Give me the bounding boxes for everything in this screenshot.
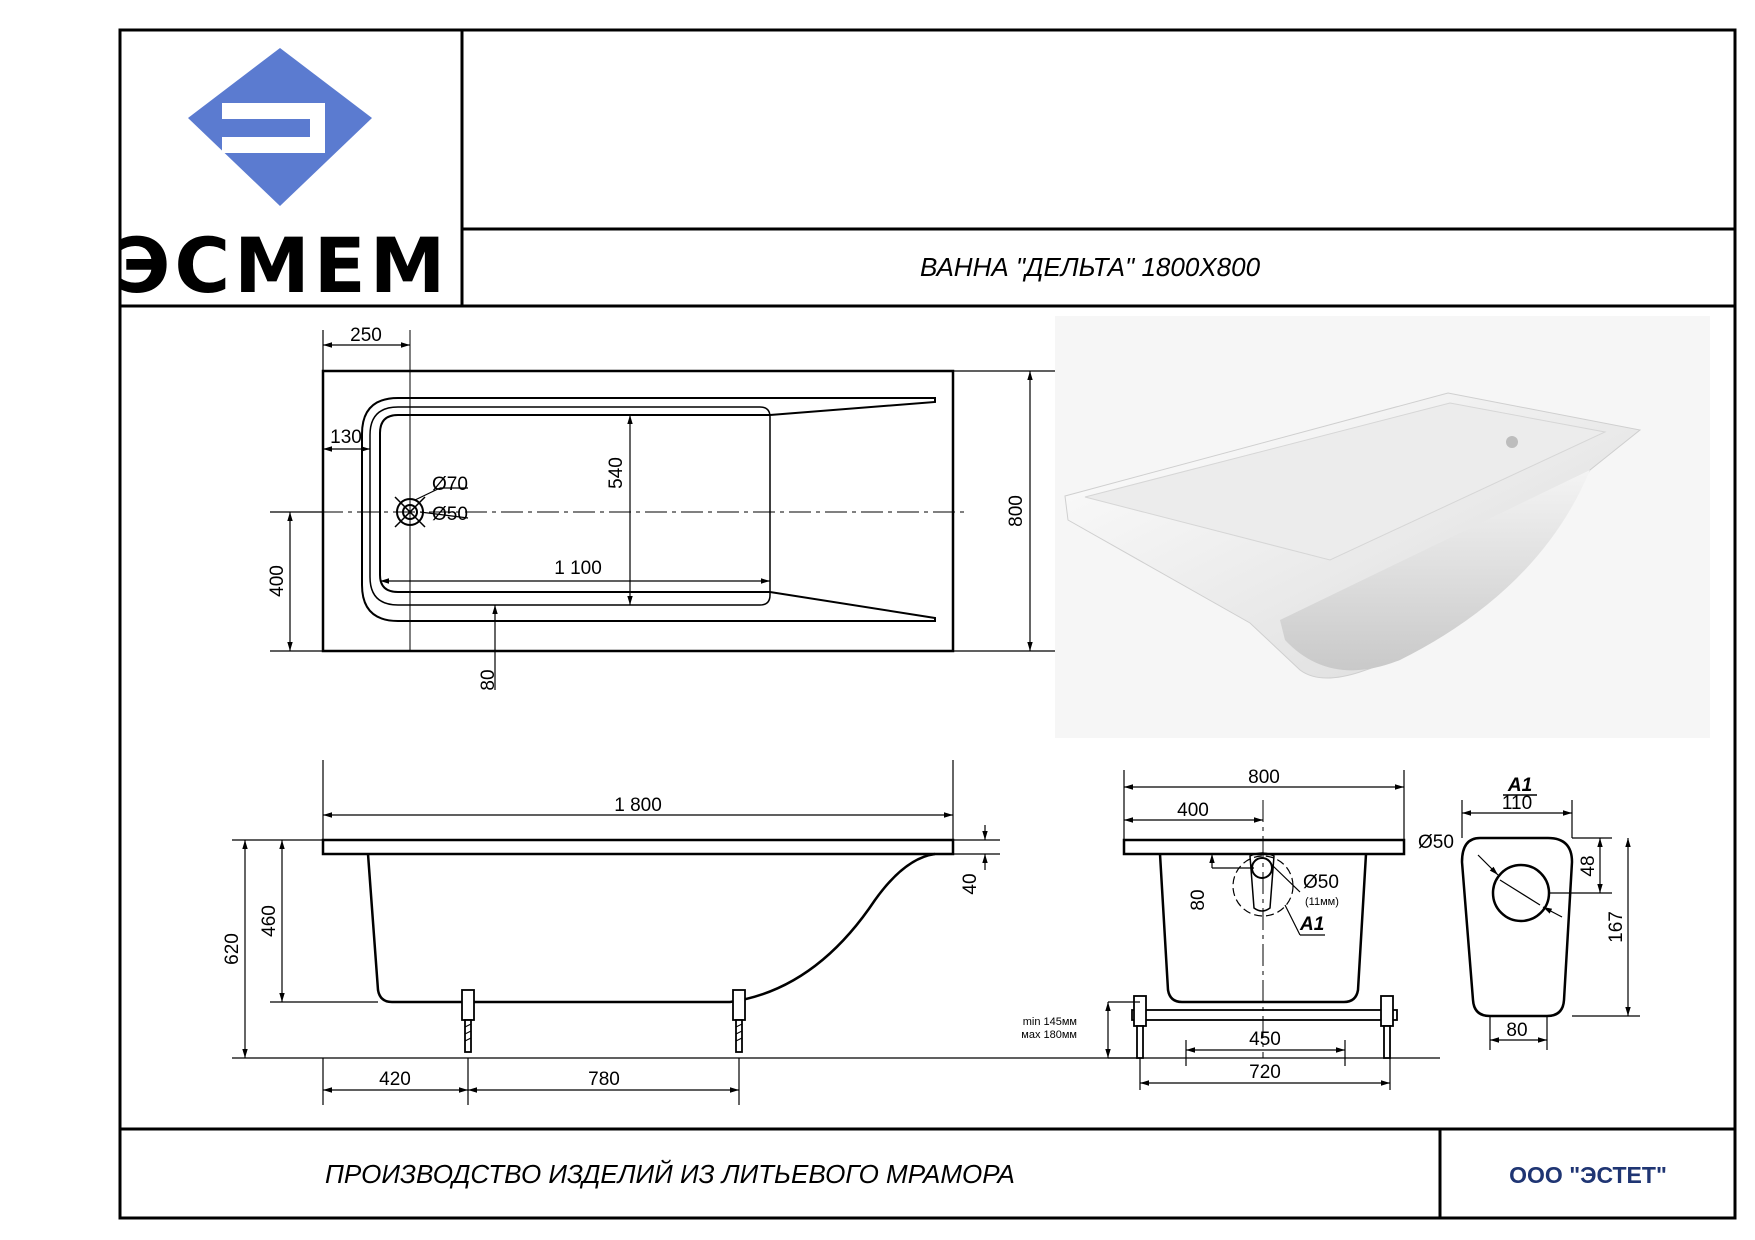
dim-d50-end: Ø50 [1303,872,1339,893]
dim-40: 40 [960,873,981,894]
dim-80: 80 [478,669,499,690]
dim-1800: 1 800 [614,795,662,816]
dim-1100: 1 100 [554,558,602,579]
dim-48: 48 [1578,855,1599,876]
dim-800: 800 [1006,495,1027,527]
leg-min-height: min 145мм [1023,1016,1077,1028]
dim-d50: Ø50 [432,504,468,525]
company-logo: ЭСМЕМ [115,48,450,310]
end-view: 800 400 80 Ø50 (11мм) A1 min 145мм мах 1… [1021,767,1406,1090]
detail-label: A1 [1507,775,1532,796]
support-foot-icon [732,989,746,1053]
dim-400: 400 [267,565,288,597]
dim-780: 780 [588,1069,620,1090]
footer-slogan: ПРОИЗВОДСТВО ИЗДЕЛИЙ ИЗ ЛИТЬЕВОГО МРАМОР… [325,1159,1015,1189]
dim-720: 720 [1249,1062,1281,1083]
sheet-frame [118,28,1737,1220]
top-view: 250 130 540 Ø70 Ø50 1 100 400 80 800 [267,325,1055,691]
bathtub-photo [1055,316,1710,738]
dim-d70: Ø70 [432,474,468,495]
support-foot-icon [461,989,475,1053]
callout-a1: A1 [1299,914,1324,935]
logo-wordmark: ЭСМЕМ [115,221,450,310]
dim-11mm: (11мм) [1305,896,1339,908]
dim-540: 540 [606,457,627,489]
side-view: 1 800 40 620 460 420 780 [222,760,1440,1105]
logo-emblem-icon [188,48,372,206]
dim-130: 130 [330,427,362,448]
dim-d50-detail: Ø50 [1418,832,1454,853]
dim-250: 250 [350,325,382,346]
support-foot-icon [1133,995,1147,1059]
dim-800-end: 800 [1248,767,1280,788]
product-title: ВАННА "ДЕЛЬТА" 1800X800 [920,252,1261,282]
dim-460: 460 [259,905,280,937]
dim-167: 167 [1606,911,1627,943]
support-foot-icon [1380,995,1394,1059]
company-name: ООО "ЭСТЕТ" [1509,1162,1667,1188]
dim-620: 620 [222,933,243,965]
dim-400-end: 400 [1177,800,1209,821]
leg-max-height: мах 180мм [1021,1029,1077,1041]
dim-110: 110 [1502,793,1532,814]
dim-80-detail: 80 [1506,1020,1527,1041]
dim-450: 450 [1249,1029,1281,1050]
dim-80-end: 80 [1188,889,1209,910]
detail-a1: A1 110 Ø50 48 167 80 [1418,775,1640,1050]
dim-420: 420 [379,1069,411,1090]
